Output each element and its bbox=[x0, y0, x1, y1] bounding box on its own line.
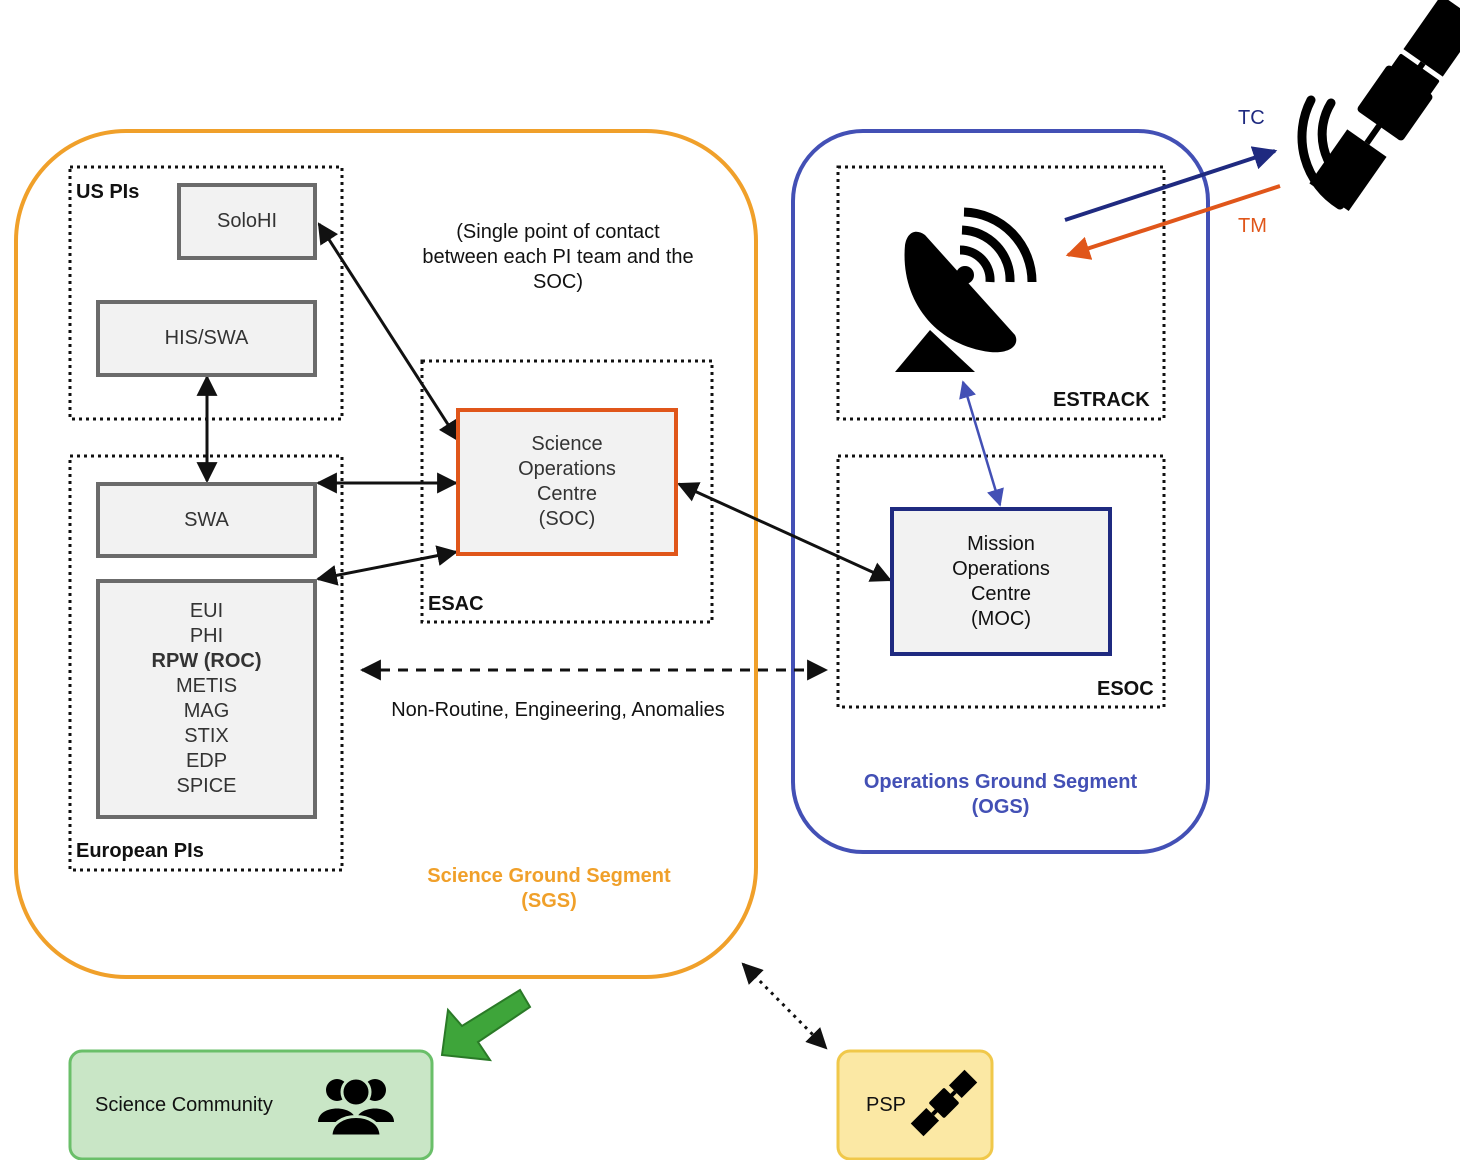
instrument-item: METIS bbox=[175, 675, 238, 697]
non-routine-note: Non-Routine, Engineering, Anomalies bbox=[391, 699, 725, 721]
instrument-item: EUI bbox=[189, 600, 224, 622]
soc-line: Science bbox=[531, 433, 603, 455]
psp-satellite-icon bbox=[910, 1069, 978, 1137]
instrument-item: RPW (ROC) bbox=[151, 650, 262, 672]
moc-line: Centre bbox=[970, 582, 1032, 605]
esac-label: ESAC bbox=[428, 593, 484, 615]
science-community-label: Science Community bbox=[95, 1094, 273, 1116]
swa-box: SWA bbox=[96, 482, 317, 558]
moc-line: (MOC) bbox=[971, 607, 1031, 630]
estrack-label: ESTRACK bbox=[1053, 389, 1150, 411]
esoc-label: ESOC bbox=[1097, 678, 1154, 700]
european-pis-label: European PIs bbox=[76, 840, 204, 862]
single-point-note: (Single point of contact between each PI… bbox=[398, 220, 718, 295]
signal-waves-icon bbox=[1297, 95, 1355, 210]
ogs-label: Operations Ground Segment (OGS) bbox=[828, 770, 1173, 820]
solohi-box: SoloHI bbox=[177, 183, 317, 260]
soc-box: Science Operations Centre (SOC) bbox=[456, 408, 678, 556]
instrument-item: MAG bbox=[183, 700, 230, 722]
instruments-soc-link bbox=[315, 545, 459, 586]
solohi-soc-link bbox=[317, 222, 460, 442]
soc-line: (SOC) bbox=[538, 508, 596, 530]
instrument-item: STIX bbox=[184, 725, 229, 747]
ogs-abbr: (OGS) bbox=[971, 796, 1030, 818]
tc-link bbox=[1064, 146, 1278, 222]
soc-line: Centre bbox=[536, 483, 598, 505]
note-line: (Single point of contact bbox=[456, 221, 660, 243]
instrument-item: EDP bbox=[185, 750, 228, 772]
psp-box bbox=[836, 1049, 994, 1160]
moc-line: Operations bbox=[952, 557, 1050, 580]
sgs-abbr: (SGS) bbox=[521, 890, 577, 912]
moc-line: Mission bbox=[967, 532, 1035, 555]
sgs-label: Science Ground Segment (SGS) bbox=[398, 864, 700, 914]
operations-ground-segment-outline bbox=[791, 129, 1210, 854]
european-instruments-box: EUI PHI RPW (ROC) METIS MAG STIX EDP SPI… bbox=[96, 579, 317, 819]
swa-label: SWA bbox=[184, 508, 229, 531]
note-line: SOC) bbox=[533, 271, 583, 293]
export-arrow-icon bbox=[440, 988, 532, 1062]
ogs-title: Operations Ground Segment bbox=[863, 771, 1138, 793]
note-line: between each PI team and the bbox=[422, 246, 694, 268]
estrack-group bbox=[836, 165, 1166, 421]
us-pis-label: US PIs bbox=[76, 181, 140, 203]
instrument-item: PHI bbox=[189, 625, 224, 647]
tm-link bbox=[1065, 184, 1281, 260]
psp-label: PSP bbox=[866, 1094, 907, 1116]
tc-label: TC bbox=[1238, 107, 1265, 129]
soc-line: Operations bbox=[518, 458, 616, 480]
estrack-moc-link bbox=[959, 380, 1004, 507]
soc-moc-link bbox=[677, 482, 892, 582]
users-group-icon bbox=[318, 1076, 394, 1138]
his-swa-box: HIS/SWA bbox=[96, 300, 317, 377]
sgs-psp-link bbox=[741, 962, 828, 1050]
his-swa-label: HIS/SWA bbox=[164, 327, 249, 349]
instrument-item: SPICE bbox=[176, 775, 237, 797]
solohi-label: SoloHI bbox=[216, 210, 278, 232]
tm-label: TM bbox=[1238, 215, 1267, 237]
sgs-title: Science Ground Segment bbox=[427, 865, 671, 887]
moc-box: Mission Operations Centre (MOC) bbox=[890, 507, 1112, 656]
ground-antenna-icon bbox=[895, 207, 1037, 372]
